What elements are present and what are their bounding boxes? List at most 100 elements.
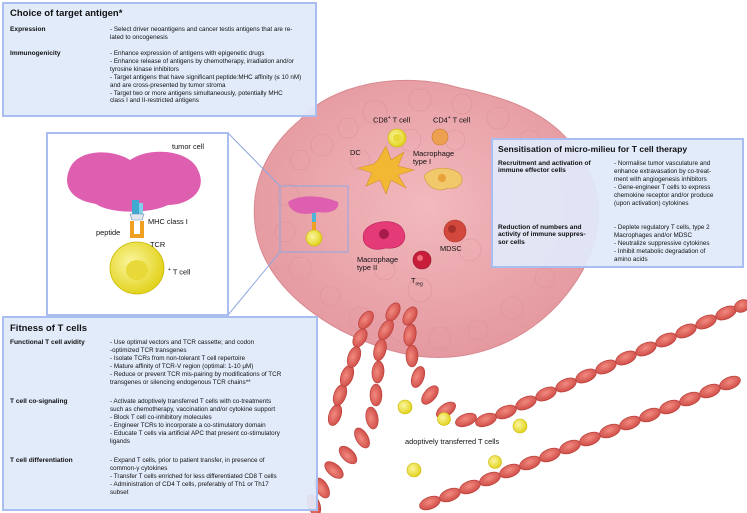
dc-label: DC (350, 148, 361, 157)
immunogenicity-item: - Target antigens that have significant … (110, 73, 302, 81)
fitness-panel: Fitness of T cells Functional T cell avi… (2, 316, 318, 511)
zoom-line-top (227, 132, 281, 187)
reduction-item: Macrophages and/or MDSC (614, 231, 693, 239)
recruitment-label-line: immune effector cells (498, 167, 566, 175)
avidity-item: transgenes or silencing endogenous TCR c… (110, 378, 251, 386)
differentiation-item: - Transfer T cells enriched for less dif… (110, 472, 277, 480)
avidity-item: - Isolate TCRs from non-tolerant T cell … (110, 354, 246, 362)
reduction-label-line: Reduction of numbers and (498, 224, 582, 231)
cosignal-item: - Educate T cells via artificial APC tha… (110, 429, 280, 437)
tumor-cd8-label: CD8+ T cell (373, 114, 410, 124)
inset-tcr-label: TCR (150, 240, 166, 249)
mini-tumor-cell (288, 196, 339, 214)
expression-label: Expression (10, 26, 46, 33)
transferred-t-cells (397, 399, 528, 478)
differentiation-item: common-γ cytokines (110, 464, 168, 472)
fitness-title: Fitness of T cells (10, 323, 88, 334)
reduction-label: Reduction of numbers and activity of imm… (498, 224, 610, 246)
mini-tcr (312, 222, 316, 230)
tumor-cd4-t-cell (431, 128, 449, 146)
inset-cd8-rest: T cell (170, 267, 191, 277)
target-antigen-panel: Choice of target antigen* Expression - S… (2, 2, 317, 117)
blood-vessels (306, 299, 747, 513)
tumor-cd4-sup: + (447, 115, 451, 121)
inset-mhc-class-1 (132, 200, 139, 214)
mini-t-cell (305, 229, 323, 247)
differentiation-item: subset (110, 488, 129, 496)
cosignal-items: - Activate adoptively transferred T cell… (110, 398, 317, 445)
treg-text: T (411, 276, 416, 285)
treg-sub: reg (415, 281, 423, 288)
cosignal-item: such as chemotherapy, vaccination and/or… (110, 405, 276, 413)
reduction-label-line: sor cells (498, 238, 525, 246)
macrophage-1-line: type I (413, 157, 432, 166)
immunogenicity-item: - Target two or more antigens simultaneo… (110, 89, 283, 97)
reduction-item: - Inhibit metabolic degradation of (614, 247, 706, 255)
reduction-items: - Deplete regulatory T cells, type 2 Mac… (614, 224, 744, 264)
expression-item: - Select driver neoantigens and cancer t… (110, 26, 293, 33)
cosignal-item: - Activate adoptively transferred T cell… (110, 398, 272, 405)
recruitment-item: ment with angiogenesis inhibitors (614, 175, 707, 183)
expression-items: - Select driver neoantigens and cancer t… (110, 26, 315, 42)
inset-peptide (129, 213, 145, 221)
reduction-item: amino acids (614, 255, 648, 263)
mini-mhc (312, 213, 316, 222)
immunogenicity-item: class I and II-restricted antigens (110, 97, 199, 105)
recruitment-item: - Normalise tumor vasculature and (614, 160, 711, 167)
macrophage-2-line: Macrophage (357, 255, 399, 264)
cosignal-item: ligands (110, 437, 130, 445)
recruitment-items: - Normalise tumor vasculature and enhanc… (614, 160, 744, 207)
recruitment-item: - Gene-engineer T cells to express (614, 183, 711, 191)
inset-tcr (130, 221, 144, 238)
immunogenicity-item: and are cross-presented by tumor stroma (110, 81, 226, 89)
immunogenicity-item: tyrosine kinase inhibitors (110, 65, 179, 73)
expression-item: lated to oncogenesis (110, 33, 168, 41)
treg-label: Treg (411, 277, 423, 288)
tumor-cd8-rest: T cell (390, 115, 411, 125)
differentiation-item: - Administration of CD4 T cells, prefera… (110, 480, 269, 488)
recruitment-item: chemokine receptor and/or produce (614, 191, 714, 199)
cosignal-item: - Block T cell co-inhibitory molecules (110, 413, 212, 421)
inset-cd8-label: + T cell (168, 266, 190, 276)
differentiation-items: - Expand T cells, prior to patient trans… (110, 457, 317, 497)
avidity-item: - Use optimal vectors and TCR cassette; … (110, 339, 255, 346)
target-antigen-title: Choice of target antigen* (10, 8, 123, 19)
recruitment-label: Recruitment and activation of immune eff… (498, 160, 610, 175)
avidity-label: Functional T cell avidity (10, 339, 85, 346)
tumor-cd4-rest: T cell (450, 115, 471, 125)
recruitment-item: (upon activation) cytokines (614, 199, 689, 207)
reduction-item: - Neutralize suppressive cytokines (614, 239, 710, 247)
micro-milieu-panel: Sensitisation of micro-milieu for T cell… (491, 138, 744, 268)
dendritic-cell (356, 145, 416, 195)
inset-cd8-sup: + (168, 267, 171, 273)
avidity-items: - Use optimal vectors and TCR cassette; … (110, 339, 317, 386)
inset-mhc-label: MHC class I (148, 217, 188, 226)
avidity-item: - Mature affinity of TCR-V region (optim… (110, 362, 254, 370)
micro-milieu-title: Sensitisation of micro-milieu for T cell… (498, 144, 688, 154)
avidity-item: -optimized TCR transgenes (110, 346, 187, 354)
tumor-cd8-text: CD8 (373, 115, 388, 125)
differentiation-label: T cell differentiation (10, 457, 73, 464)
immunogenicity-label: Immunogenicity (10, 50, 61, 57)
cosignal-item: - Engineer TCRs to incorporate a co-stim… (110, 421, 266, 429)
immunogenicity-items: - Enhance expression of antigens with ep… (110, 50, 315, 105)
recruitment-item: enhance extravasation by co-treat- (614, 167, 711, 175)
inset-tumor-cell-label: tumor cell (172, 142, 205, 151)
immunogenicity-item: - Enhance expression of antigens with ep… (110, 50, 265, 57)
recruitment-label-line: Recruitment and activation of (498, 160, 591, 167)
transferred-t-cells-label: adoptively transferred T cells (405, 437, 500, 446)
tumor-cd4-label: CD4+ T cell (433, 114, 470, 124)
immunogenicity-item: - Enhance release of antigens by chemoth… (110, 57, 295, 65)
differentiation-item: - Expand T cells, prior to patient trans… (110, 457, 265, 464)
avidity-item: - Reduce or prevent TCR mis-pairing by m… (110, 370, 282, 378)
mdsc-label: MDSC (440, 244, 462, 253)
macrophage-1-line: Macrophage (413, 149, 455, 158)
zoom-region-box (279, 185, 349, 253)
cosignal-label: T cell co-signaling (10, 398, 68, 405)
tumor-cd4-text: CD4 (433, 115, 448, 125)
tumor-cd8-sup: + (387, 115, 391, 121)
inset-tumor-cell (67, 151, 201, 212)
zoom-line-bottom (227, 251, 281, 316)
